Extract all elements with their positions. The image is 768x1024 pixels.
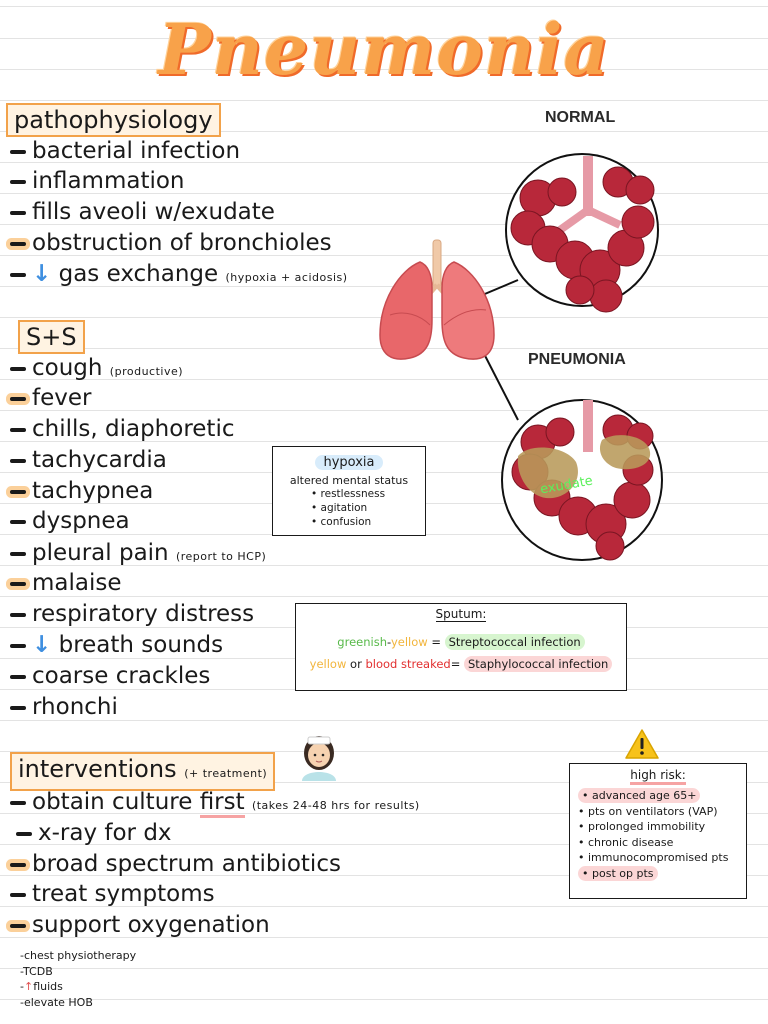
- nurse-emoji-icon: [302, 736, 336, 781]
- sns-item: ↓ breath sounds: [10, 630, 223, 661]
- dash-icon: [10, 892, 26, 897]
- dash-icon: [10, 800, 26, 805]
- page-title: Pneumonia: [158, 8, 610, 91]
- dash-icon: [10, 210, 26, 215]
- sub-item: -TCDB: [20, 964, 53, 978]
- high-risk-item: • prolonged immobility: [578, 820, 706, 833]
- sns-item: dyspnea: [10, 506, 130, 537]
- sns-item: respiratory distress: [10, 599, 254, 630]
- sns-item: cough (productive): [10, 353, 183, 387]
- up-arrow-icon: ↑: [23, 980, 34, 993]
- hypoxia-subtitle: altered mental status: [289, 474, 409, 487]
- pneumonia-label: PNEUMONIA: [528, 351, 626, 368]
- dash-icon: [10, 643, 26, 648]
- patho-item: fills aveoli w/exudate: [10, 197, 275, 228]
- dash-icon: [10, 366, 26, 371]
- high-risk-box: high risk: • advanced age 65+ • pts on v…: [569, 763, 747, 899]
- sub-item: -chest physiotherapy: [20, 949, 137, 962]
- interventions-heading: interventions (+ treatment): [10, 752, 276, 791]
- sputum-box: Sputum: greenish-yellow = Streptococcal …: [295, 603, 627, 691]
- dash-icon: [10, 272, 26, 277]
- high-risk-item: • post op pts: [578, 865, 746, 882]
- lungs-diagram: [379, 153, 663, 561]
- sns-item: pleural pain (report to HCP): [10, 538, 266, 572]
- pneumonia-alveoli-icon: [501, 399, 663, 561]
- hypoxia-title: hypoxia: [315, 455, 383, 470]
- sns-heading: S+S: [18, 320, 85, 354]
- hypoxia-item: • agitation: [311, 502, 368, 514]
- sns-item: fever: [10, 383, 91, 414]
- patho-item: ↓ gas exchange (hypoxia + acidosis): [10, 259, 348, 293]
- dash-icon: [10, 612, 26, 617]
- dash-icon: [10, 396, 26, 401]
- dash-icon: [10, 519, 26, 524]
- normal-label: NORMAL: [545, 109, 616, 126]
- sns-item: tachycardia: [10, 445, 167, 476]
- hypoxia-box: hypoxia altered mental status • restless…: [272, 446, 426, 536]
- patho-item: bacterial infection: [10, 136, 240, 167]
- normal-alveoli-icon: [505, 153, 659, 313]
- intervention-item: x-ray for dx: [16, 818, 172, 849]
- sns-item: rhonchi: [10, 692, 118, 723]
- warning-icon: [625, 729, 659, 759]
- dash-icon: [10, 923, 26, 928]
- high-risk-item: • immunocompromised pts: [578, 851, 729, 864]
- sns-item: malaise: [10, 568, 122, 599]
- high-risk-item: • chronic disease: [578, 835, 674, 849]
- sputum-row: greenish-yellow = Streptococcal infectio…: [296, 634, 626, 650]
- dash-icon: [10, 489, 26, 494]
- sputum-title: Sputum:: [435, 607, 487, 622]
- intervention-item: support oxygenation: [10, 910, 270, 941]
- sub-item: -elevate HOB: [20, 995, 93, 1009]
- sns-item: coarse crackles: [10, 661, 210, 692]
- intervention-item: treat symptoms: [10, 879, 215, 910]
- intervention-item: obtain culture first (takes 24-48 hrs fo…: [10, 787, 420, 821]
- patho-item: inflammation: [10, 166, 185, 197]
- sub-item: -↑fluids: [20, 980, 63, 993]
- pathophysiology-heading: pathophysiology: [6, 103, 221, 137]
- dash-icon: [10, 551, 26, 556]
- sns-item: tachypnea: [10, 476, 153, 507]
- sputum-row: yellow or blood streaked= Staphylococcal…: [296, 656, 626, 672]
- dash-icon: [10, 241, 26, 246]
- intervention-sub-list: -chest physiotherapy -TCDB -↑fluids -ele…: [20, 948, 136, 1010]
- dash-icon: [10, 705, 26, 710]
- patho-item: obstruction of bronchioles: [10, 228, 332, 259]
- high-risk-title: high risk:: [630, 768, 686, 785]
- dash-icon: [10, 862, 26, 867]
- high-risk-item: • pts on ventilators (VAP): [578, 804, 718, 818]
- dash-icon: [10, 179, 26, 184]
- dash-icon: [10, 458, 26, 463]
- high-risk-item: • advanced age 65+: [578, 788, 746, 804]
- hypoxia-item: • confusion: [311, 516, 372, 528]
- dash-icon: [10, 427, 26, 432]
- down-arrow-icon: ↓: [32, 261, 52, 287]
- lungs-icon: [379, 239, 495, 360]
- dash-icon: [16, 831, 32, 836]
- intervention-item: broad spectrum antibiotics: [10, 849, 341, 880]
- hypoxia-item: • restlessness: [311, 488, 386, 500]
- sns-item: chills, diaphoretic: [10, 414, 235, 445]
- dash-icon: [10, 581, 26, 586]
- dash-icon: [10, 149, 26, 154]
- down-arrow-icon: ↓: [32, 632, 52, 658]
- dash-icon: [10, 674, 26, 679]
